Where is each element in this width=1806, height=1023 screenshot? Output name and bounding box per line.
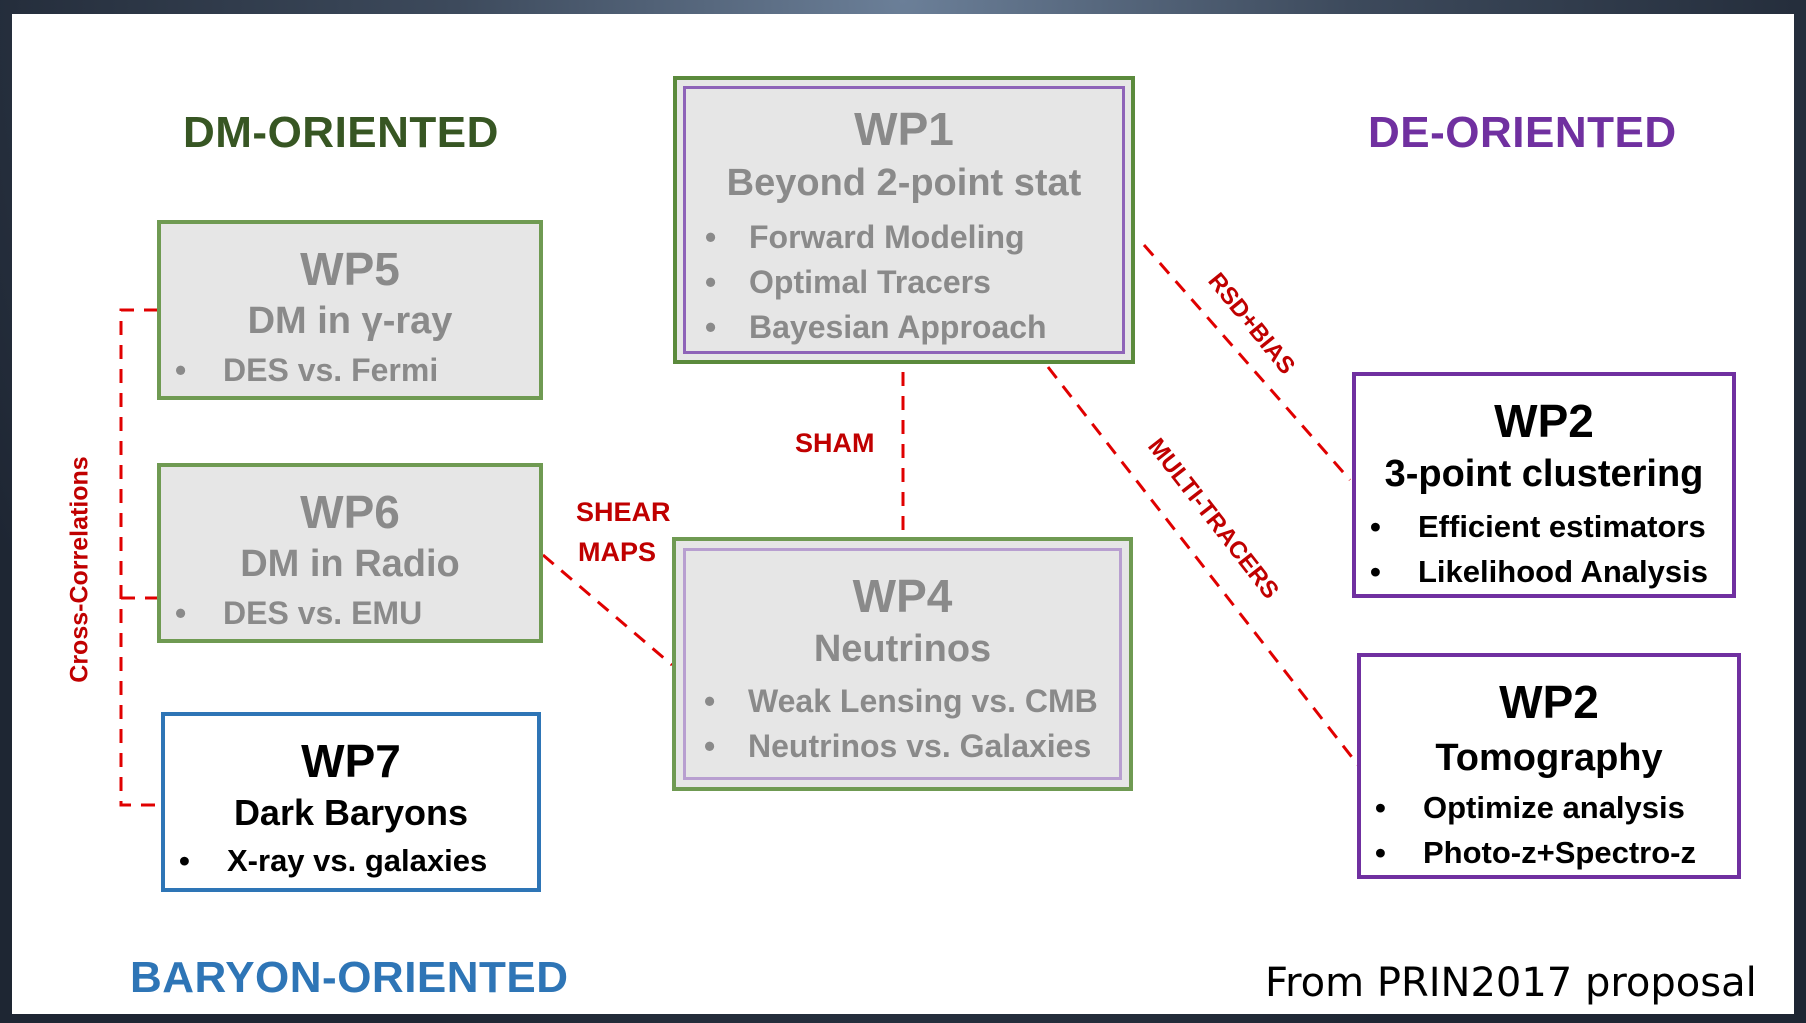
wp4-subtitle: Neutrinos <box>813 628 992 670</box>
wp2-tomography-bullet-2: •Photo-z+Spectro-z <box>1375 835 1696 870</box>
shear-maps-label-line2: MAPS <box>578 537 657 567</box>
wp7-title: WP7 <box>301 735 401 787</box>
wp1-bullet-1: •Forward Modeling <box>705 219 1025 255</box>
wp2-clustering-bullet-2: •Likelihood Analysis <box>1370 554 1708 589</box>
wp5-bullet-1: •DES vs. Fermi <box>175 352 439 388</box>
wp4-title: WP4 <box>852 570 953 622</box>
wp5-bullets: •DES vs. Fermi <box>175 350 438 390</box>
wp7-subtitle: Dark Baryons <box>233 792 469 833</box>
source-note: From PRIN2017 proposal <box>1265 960 1757 1006</box>
wp1-subtitle: Beyond 2-point stat <box>726 162 1082 204</box>
wp2-clustering-bullets: •Efficient estimators •Likelihood Analys… <box>1370 504 1708 594</box>
wp1-bullet-3: •Bayesian Approach <box>705 309 1047 345</box>
wp2-clustering-bullet-1: •Efficient estimators <box>1370 509 1706 544</box>
wp6-box: WP6 DM in Radio •DES vs. EMU <box>157 463 543 643</box>
cross-correlations-label: Cross-Correlations <box>65 456 94 683</box>
wp1-box: WP1 Beyond 2-point stat •Forward Modelin… <box>673 76 1135 364</box>
sham-label: SHAM <box>795 428 875 458</box>
wp2-tomography-title: WP2 <box>1499 676 1599 728</box>
wp2-tomography-bullets: •Optimize analysis •Photo-z+Spectro-z <box>1375 785 1696 875</box>
wp7-box: WP7 Dark Baryons •X-ray vs. galaxies <box>161 712 541 892</box>
wp4-bullet-1: •Weak Lensing vs. CMB <box>704 683 1098 719</box>
wp2-tomography-box: WP2 Tomography •Optimize analysis •Photo… <box>1357 653 1741 879</box>
wp6-subtitle: DM in Radio <box>240 543 460 585</box>
wp1-bullets: •Forward Modeling •Optimal Tracers •Baye… <box>705 215 1047 350</box>
baryon-oriented-heading: BARYON-ORIENTED <box>130 953 569 1002</box>
dm-oriented-heading: DM-ORIENTED <box>183 108 499 157</box>
de-oriented-heading: DE-ORIENTED <box>1368 108 1677 157</box>
wp2-clustering-subtitle: 3-point clustering <box>1384 453 1704 495</box>
wp6-bullet-1: •DES vs. EMU <box>175 595 423 631</box>
wp2-tomography-subtitle: Tomography <box>1435 737 1663 779</box>
wp2-tomography-bullet-1: •Optimize analysis <box>1375 790 1685 825</box>
wp6-bullets: •DES vs. EMU <box>175 593 422 633</box>
wp1-bullet-2: •Optimal Tracers <box>705 264 991 300</box>
wp6-title: WP6 <box>300 486 400 538</box>
wp7-bullets: •X-ray vs. galaxies <box>179 841 487 881</box>
wp5-subtitle: DM in γ-ray <box>247 300 453 342</box>
wp2-clustering-box: WP2 3-point clustering •Efficient estima… <box>1352 372 1736 598</box>
wp5-title: WP5 <box>300 243 400 295</box>
wp7-bullet-1: •X-ray vs. galaxies <box>179 843 488 878</box>
wp4-box: WP4 Neutrinos •Weak Lensing vs. CMB •Neu… <box>672 537 1133 791</box>
shear-maps-label-line1: SHEAR <box>576 497 671 527</box>
wp2-clustering-title: WP2 <box>1494 395 1594 447</box>
wp4-bullets: •Weak Lensing vs. CMB •Neutrinos vs. Gal… <box>704 679 1098 769</box>
wp4-bullet-2: •Neutrinos vs. Galaxies <box>704 728 1092 764</box>
wp1-title: WP1 <box>854 103 954 155</box>
wp5-box: WP5 DM in γ-ray •DES vs. Fermi <box>157 220 543 400</box>
